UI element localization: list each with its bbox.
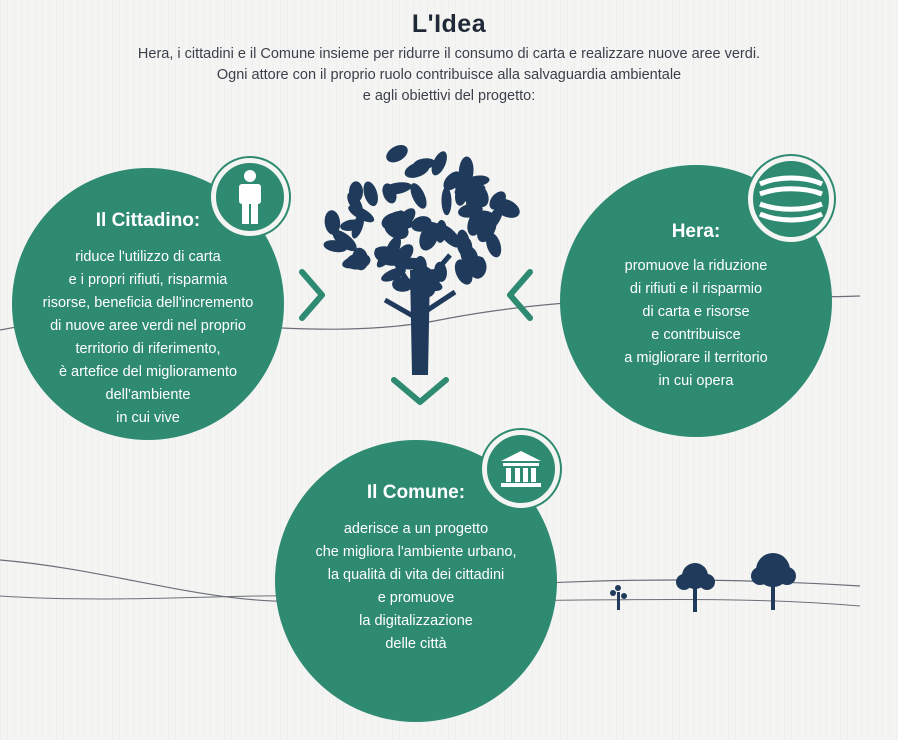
small-sapling-icon bbox=[610, 585, 627, 610]
tree-leaf bbox=[386, 145, 408, 163]
comune-line: aderisce a un progetto bbox=[343, 521, 489, 537]
tree-leaf bbox=[431, 151, 447, 176]
hera-line: promuove la riduzione bbox=[624, 258, 768, 274]
tree-leaf bbox=[410, 183, 427, 209]
comune-text: aderisce a un progetto che migliora l'am… bbox=[275, 518, 557, 656]
cittadino-line: è artefice del miglioramento bbox=[58, 364, 238, 380]
tree-leaf bbox=[441, 186, 452, 216]
person-icon bbox=[211, 158, 289, 236]
hera-text: promuove la riduzione di rifiuti e il ri… bbox=[560, 255, 832, 393]
chevron-right-icon bbox=[299, 269, 325, 321]
tree-leaf bbox=[415, 269, 444, 289]
small-tree-icon bbox=[676, 563, 715, 612]
cittadino-line: riduce l'utilizzo di carta bbox=[75, 249, 221, 265]
hera-logo-icon bbox=[748, 156, 834, 242]
comune-line: la qualità di vita dei cittadini bbox=[327, 567, 505, 583]
tree-leaf bbox=[486, 232, 502, 258]
tree-leaf bbox=[456, 229, 471, 257]
tree-leaf bbox=[392, 276, 413, 292]
tree-leaf bbox=[466, 188, 484, 212]
tree-leaf bbox=[351, 213, 365, 239]
cittadino-line: risorse, beneficia dell'incremento bbox=[42, 295, 254, 311]
page-title: L'Idea bbox=[411, 10, 487, 38]
tree-leaf bbox=[489, 191, 506, 210]
tree-leaf bbox=[404, 161, 430, 178]
tree-leaf bbox=[438, 224, 461, 248]
cittadino-line: e i propri rifiuti, risparmia bbox=[68, 272, 228, 288]
intro-line-2: Ogni attore con il proprio ruolo contrib… bbox=[216, 67, 682, 83]
comune-heading: Il Comune: bbox=[366, 482, 466, 503]
tree-leaf bbox=[459, 256, 485, 279]
cittadino-line: di nuove aree verdi nel proprio bbox=[50, 318, 246, 334]
chevron-down-icon bbox=[391, 377, 449, 405]
central-tree-icon bbox=[323, 145, 520, 375]
tree-leaf bbox=[486, 206, 503, 231]
cittadino-line: dell'ambiente bbox=[105, 387, 191, 403]
tree-leaf bbox=[458, 156, 474, 186]
cittadino-heading: Il Cittadino: bbox=[95, 210, 201, 231]
comune-line: delle città bbox=[385, 636, 447, 652]
tree-leaf bbox=[381, 267, 406, 282]
town-hall-icon bbox=[482, 430, 560, 508]
intro-line-1: Hera, i cittadini e il Comune insieme pe… bbox=[137, 46, 761, 62]
tree-leaf bbox=[393, 244, 414, 267]
hera-line: a migliorare il territorio bbox=[624, 350, 768, 366]
tree-leaf bbox=[324, 210, 341, 235]
comune-line: e promuove bbox=[377, 590, 455, 606]
tree-leaf bbox=[455, 183, 468, 206]
tree-leaf bbox=[363, 181, 378, 207]
tree-leaf bbox=[411, 216, 432, 232]
medium-tree-icon bbox=[751, 553, 796, 610]
hera-heading: Hera: bbox=[671, 221, 721, 242]
tree-leaf bbox=[388, 210, 411, 225]
hera-line: in cui opera bbox=[658, 373, 734, 389]
hera-line: di rifiuti e il risparmio bbox=[629, 281, 763, 297]
comune-line: la digitalizzazione bbox=[359, 613, 473, 629]
comune-line: che migliora l'ambiente urbano, bbox=[315, 544, 517, 560]
chevron-left-icon bbox=[507, 269, 533, 321]
tree-leaf bbox=[349, 181, 363, 203]
cittadino-text: riduce l'utilizzo di carta e i propri ri… bbox=[12, 246, 284, 430]
cittadino-line: in cui vive bbox=[116, 410, 180, 426]
intro-line-3: e agli obiettivi del progetto: bbox=[362, 88, 536, 104]
tree-leaf bbox=[382, 183, 397, 204]
hera-line: e contribuisce bbox=[651, 327, 741, 343]
tree-leaf bbox=[332, 230, 357, 252]
tree-leaf bbox=[342, 255, 365, 269]
cittadino-line: territorio di riferimento, bbox=[75, 341, 221, 357]
hera-line: di carta e risorse bbox=[642, 304, 750, 320]
